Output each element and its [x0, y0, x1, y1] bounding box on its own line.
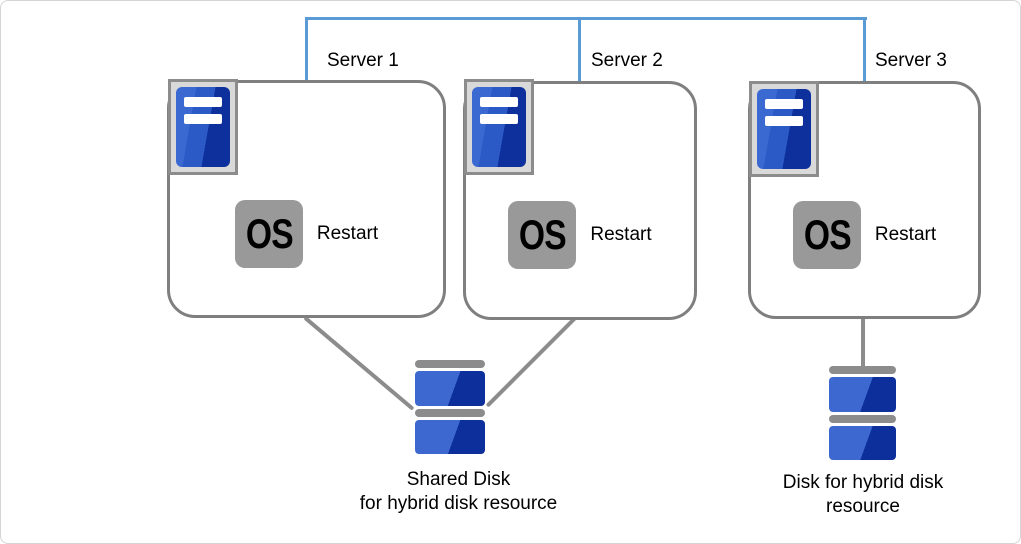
disk-platter	[415, 371, 485, 406]
server-tower-icon	[464, 79, 534, 175]
disk-cap	[829, 366, 896, 374]
os-icon: OS	[508, 201, 577, 269]
restart-label: Restart	[874, 224, 937, 245]
shared-disk-icon	[415, 360, 485, 454]
restart-label: Restart	[316, 223, 379, 244]
server-2-os-row: OS Restart	[466, 201, 694, 269]
network-drop-server-1	[305, 17, 308, 85]
drive-bay-slot	[480, 114, 518, 124]
server-tower-icon	[749, 81, 819, 177]
tower-body	[472, 87, 526, 167]
drive-bay-slot	[765, 116, 803, 126]
drive-bay-slot	[480, 97, 518, 107]
os-icon: OS	[234, 200, 303, 268]
connector-server2-shared-disk	[485, 314, 579, 408]
server-3-os-row: OS Restart	[751, 201, 978, 269]
tower-body	[757, 89, 811, 169]
shared-disk-label-line1: Shared Disk	[406, 469, 511, 490]
drive-bay-slot	[184, 97, 222, 107]
hybrid-disk-icon	[829, 366, 896, 460]
disk-cap	[829, 415, 896, 423]
network-line-horizontal	[305, 17, 867, 20]
disk-platter	[829, 426, 896, 460]
hybrid-disk-label-line2: resource	[826, 496, 900, 517]
disk-platter	[829, 377, 896, 412]
disk-platter	[415, 420, 485, 454]
connector-server1-shared-disk	[303, 316, 415, 411]
server-3-label: Server 3	[875, 50, 947, 71]
shared-disk-label-line2: for hybrid disk resource	[359, 493, 558, 514]
drive-bay-slot	[184, 114, 222, 124]
tower-body	[176, 87, 230, 167]
disk-cap	[415, 360, 485, 368]
drive-bay-slot	[765, 99, 803, 109]
hybrid-disk-label-line1: Disk for hybrid disk	[782, 472, 944, 493]
shared-disk-label: Shared Disk for hybrid disk resource	[326, 468, 591, 516]
disk-cap	[415, 409, 485, 417]
server-2-label: Server 2	[591, 50, 663, 71]
server-1-os-row: OS Restart	[170, 200, 443, 268]
network-drop-server-2	[578, 17, 581, 85]
os-icon: OS	[792, 201, 861, 269]
server-1-label: Server 1	[327, 50, 399, 71]
connector-server3-hybrid-disk	[861, 314, 865, 368]
restart-label: Restart	[590, 224, 652, 245]
server-tower-icon	[168, 79, 238, 175]
hybrid-disk-label: Disk for hybrid disk resource	[739, 471, 987, 519]
network-drop-server-3	[863, 17, 866, 85]
